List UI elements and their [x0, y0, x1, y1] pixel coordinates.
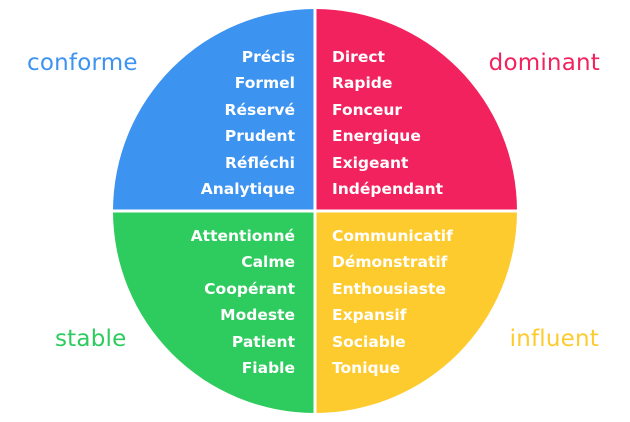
trait-item: Précis: [241, 48, 295, 66]
quadrant-dominant: [315, 9, 517, 211]
trait-item: Formel: [234, 74, 295, 93]
traits-stable: Attentionné Calme Coopérant Modeste Pati…: [191, 223, 295, 381]
trait-item: Fiable: [241, 359, 295, 378]
trait-item: Rapide: [332, 74, 393, 93]
trait-item: Sociable: [332, 332, 406, 351]
traits-influent: Communicatif Démonstratif Enthousiaste E…: [332, 223, 453, 381]
trait-item: Fonceur: [332, 100, 403, 119]
trait-item: Indépendant: [332, 180, 444, 199]
quadrant-stable: [113, 211, 315, 413]
trait-item: Communicatif: [332, 227, 453, 245]
trait-item: Calme: [241, 253, 295, 272]
trait-item: Coopérant: [204, 279, 295, 298]
traits-conforme: Précis Formel Réservé Prudent Réfléchi A…: [201, 44, 295, 202]
trait-item: Réfléchi: [225, 153, 295, 172]
label-conforme: conforme: [27, 50, 138, 76]
quadrant-influent: [315, 211, 517, 413]
trait-item: Patient: [231, 332, 295, 351]
trait-item: Enthousiaste: [332, 279, 446, 298]
label-stable: stable: [55, 326, 127, 352]
trait-item: Modeste: [220, 306, 295, 325]
trait-item: Démonstratif: [332, 253, 448, 272]
label-influent: influent: [509, 326, 599, 352]
trait-item: Attentionné: [190, 227, 295, 245]
trait-item: Réservé: [224, 100, 295, 119]
trait-item: Direct: [332, 48, 385, 66]
trait-item: Prudent: [224, 127, 295, 146]
trait-item: Exigeant: [332, 153, 409, 172]
trait-item: Expansif: [332, 306, 407, 325]
quadrant-conforme: [113, 9, 315, 211]
trait-item: Energique: [332, 127, 421, 146]
trait-item: Tonique: [332, 359, 401, 378]
traits-dominant: Direct Rapide Fonceur Energique Exigeant…: [332, 44, 443, 202]
trait-item: Analytique: [200, 180, 295, 199]
label-dominant: dominant: [488, 50, 600, 76]
